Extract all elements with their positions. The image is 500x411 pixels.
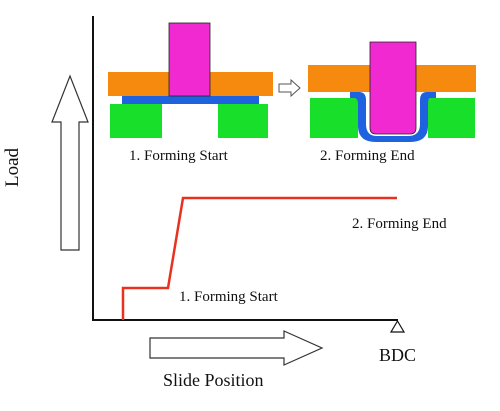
load-curve <box>121 196 397 320</box>
die-plate-right <box>209 72 273 96</box>
bdc-label: BDC <box>379 345 417 365</box>
stage-forming-end-caption: 2. Forming End <box>320 148 415 164</box>
stage-transition-arrow-icon <box>278 78 301 98</box>
punch <box>369 41 417 135</box>
lower-die-left <box>110 104 162 138</box>
curve-forming-start-label: 1. Forming Start <box>179 289 278 305</box>
curve-forming-end-label: 2. Forming End <box>352 216 447 232</box>
load-arrow-icon <box>51 74 89 251</box>
die-plate-left <box>108 72 170 96</box>
lower-die-left <box>310 98 358 138</box>
formed-blank <box>350 92 436 142</box>
die-plate-left <box>308 65 370 92</box>
bdc-marker-icon <box>389 319 406 333</box>
y-axis-label: Load <box>2 147 23 187</box>
forming-start-illustration <box>108 22 273 138</box>
lower-die-right <box>428 98 475 138</box>
blank-sheet <box>122 96 259 104</box>
x-axis-label: Slide Position <box>163 370 264 390</box>
die-plate-right <box>415 65 476 92</box>
punch <box>168 22 211 97</box>
forming-end-illustration <box>308 41 476 142</box>
lower-die-right <box>218 104 268 138</box>
stage-forming-start-caption: 1. Forming Start <box>129 148 228 164</box>
slide-position-arrow-icon <box>149 330 324 366</box>
